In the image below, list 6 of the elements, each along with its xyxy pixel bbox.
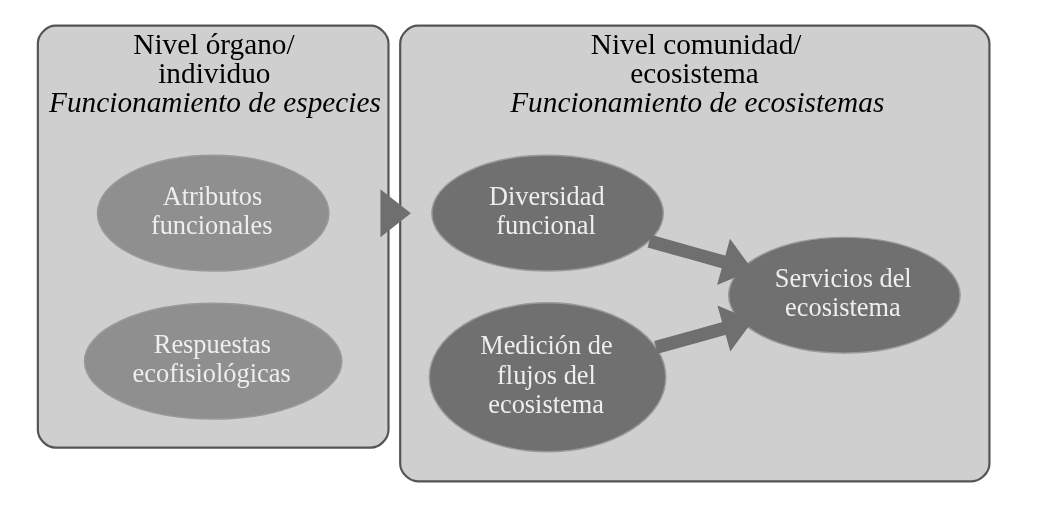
node-ellipse: Servicios del ecosistema — [727, 236, 961, 354]
node-ellipse: Diversidad funcional — [430, 154, 664, 272]
node-ellipse: Atributos funcionales — [96, 154, 330, 272]
node-ellipse: Respuestas ecofisiológicas — [83, 302, 343, 420]
arrow — [379, 189, 411, 238]
node-ellipse: Medición de flujos del ecosistema — [428, 302, 667, 453]
